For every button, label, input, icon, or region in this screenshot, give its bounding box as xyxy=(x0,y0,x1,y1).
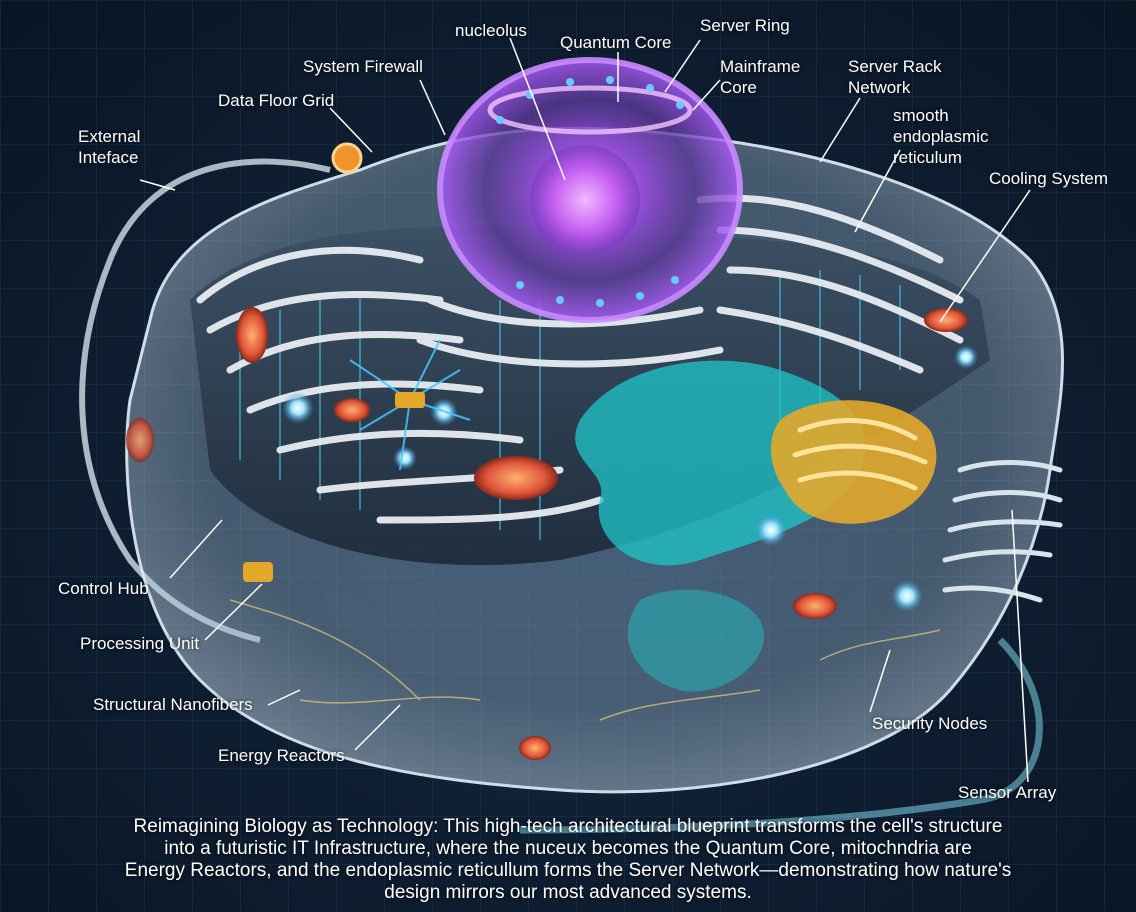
security-nodes xyxy=(282,345,978,612)
nucleolus-blob xyxy=(530,145,640,255)
teal-er xyxy=(575,360,866,566)
label-nucleolus: nucleolus xyxy=(455,21,527,40)
label-cooling-system: Cooling System xyxy=(989,169,1109,188)
caption-line-1: Reimagining Biology as Technology: This … xyxy=(133,816,1003,837)
caption-line-4: design mirrors our most advanced systems… xyxy=(384,882,752,903)
structural-nanofibers xyxy=(229,599,941,721)
server-ring-lights xyxy=(496,76,684,307)
label-data-floor-grid: Data Floor Grid xyxy=(218,91,335,110)
label-system-firewall: System Firewall xyxy=(303,57,423,76)
caption-line-3: Energy Reactors, and the endoplasmic ret… xyxy=(124,860,1012,881)
caption-line-2: into a futuristic IT Infrastructure, whe… xyxy=(164,838,972,859)
teal-er-lower xyxy=(627,589,764,692)
er-tubes xyxy=(196,194,964,524)
label-mainframe-core: Mainframe Core xyxy=(720,57,801,97)
leader-lines xyxy=(139,37,1031,783)
label-control-hub: Control Hub xyxy=(58,579,149,598)
golgi-apparatus xyxy=(770,400,937,524)
label-structural-nanofibers: Structural Nanofibers xyxy=(93,695,253,714)
caption: Reimagining Biology as Technology: This … xyxy=(40,816,1096,904)
label-external-interface: External Inteface xyxy=(78,127,141,167)
lower-cable xyxy=(519,637,1043,834)
label-server-ring: Server Ring xyxy=(700,16,790,35)
label-smooth-er: smooth endoplasmic reticulum xyxy=(893,106,989,167)
data-floor-grid-marker xyxy=(331,142,363,174)
label-processing-unit: Processing Unit xyxy=(80,634,200,653)
label-quantum-core: Quantum Core xyxy=(560,33,672,52)
mitochondria xyxy=(126,307,968,760)
sensor-array-spikes xyxy=(942,460,1063,603)
control-hub-core xyxy=(395,392,425,408)
label-security-nodes: Security Nodes xyxy=(872,714,988,733)
label-sensor-array: Sensor Array xyxy=(958,783,1057,802)
processing-unit-chip xyxy=(243,562,273,582)
label-energy-reactors: Energy Reactors xyxy=(218,746,345,765)
label-server-rack-network: Server Rack Network xyxy=(848,57,942,97)
